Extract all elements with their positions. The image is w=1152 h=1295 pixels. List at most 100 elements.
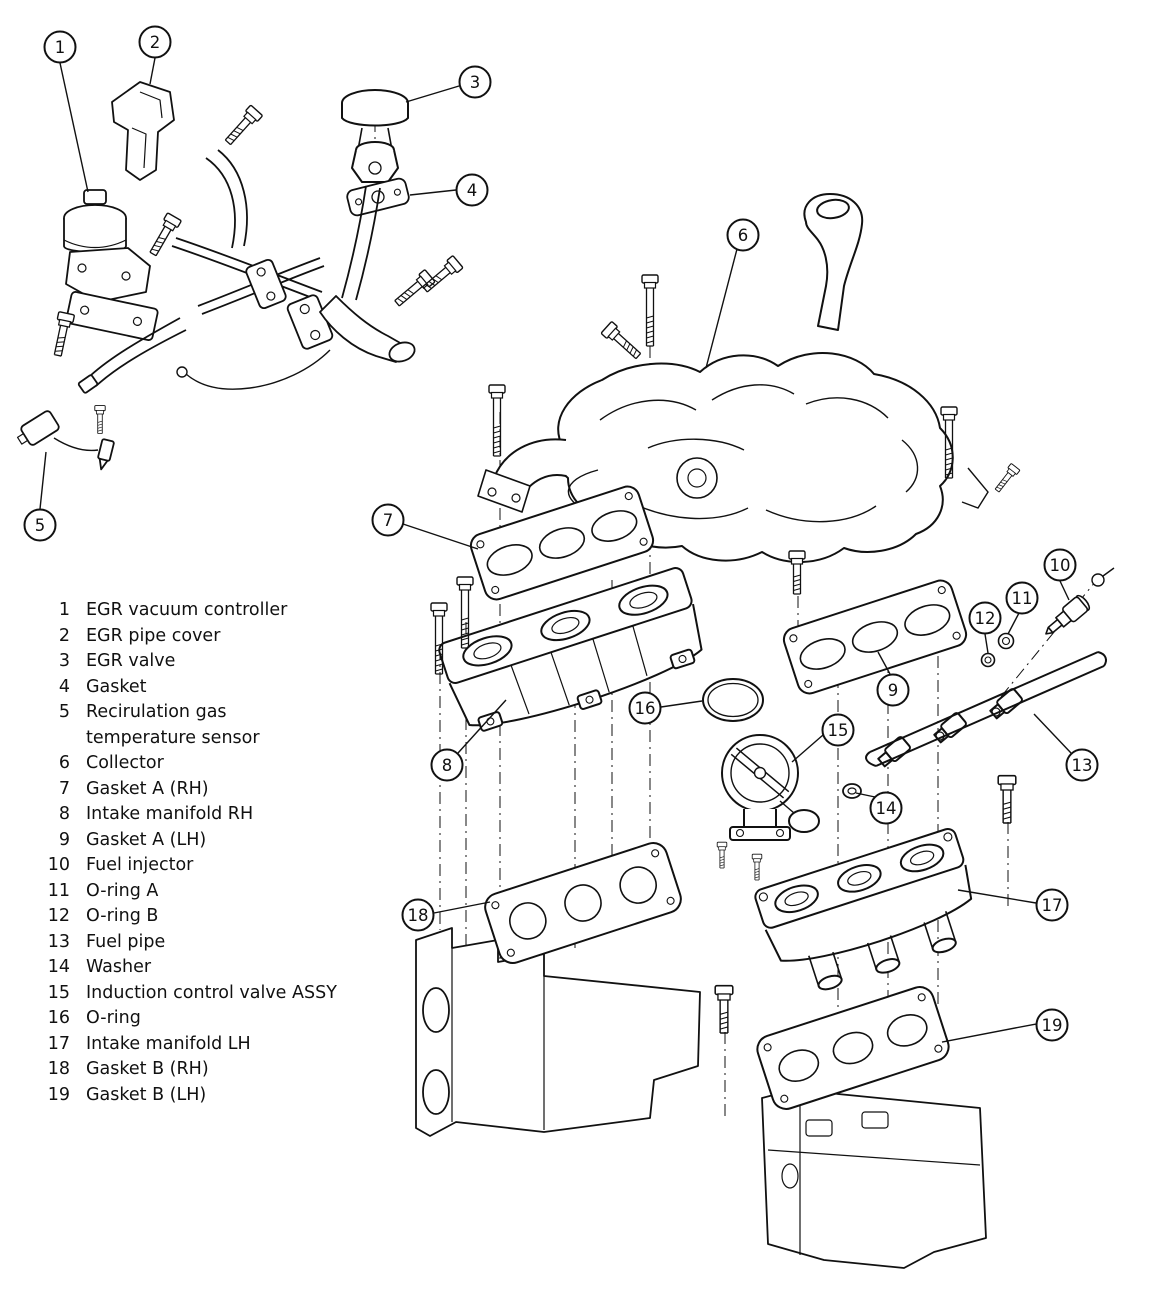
legend-item: 2 EGR pipe cover [40,624,375,650]
callout-leader-lines [39,57,1072,1043]
callout-11: 11 [1005,581,1039,615]
legend-item-label: EGR pipe cover [86,625,221,646]
legend-item: 5 Recirulation gas temperature sensor [40,700,375,751]
callout-1: 1 [43,30,77,64]
callout-17: 17 [1035,888,1069,922]
legend-item-number: 17 [47,1033,70,1054]
gas-temp-sensor-drawing [16,410,115,471]
legend-item-number: 3 [58,651,70,671]
engine-block-rh-drawing [415,927,701,1137]
parts-legend: 1 EGR vacuum controller 2 EGR pipe cover 3… [40,598,375,1108]
svg-text:18: 18 [408,906,429,925]
svg-text:9: 9 [888,681,899,700]
svg-text:17: 17 [1042,896,1063,915]
callout-19: 19 [1035,1008,1069,1042]
legend-item-label: Gasket A (LH) [86,829,207,850]
collector-drawing [477,352,954,563]
callout-8: 8 [430,748,464,782]
legend-item-number: 13 [47,931,70,952]
legend-item-label: O-ring B [86,906,159,926]
svg-text:1: 1 [55,38,66,57]
bolts-drawing [49,104,1021,1034]
gasket-b-rh-drawing [484,842,682,964]
legend-item-label: EGR valve [86,651,176,671]
legend-item-number: 6 [58,753,70,773]
svg-text:2: 2 [150,33,161,52]
egr-pipe-assembly-drawing [77,149,416,394]
svg-text:14: 14 [876,799,897,818]
gasket-b-lh-drawing [756,986,950,1110]
legend-item-label: Gasket B (LH) [86,1084,207,1105]
callout-6: 6 [726,218,760,252]
legend-item-number: 16 [47,1008,70,1028]
svg-text:4: 4 [467,181,478,200]
svg-text:6: 6 [738,226,749,245]
svg-text:7: 7 [383,511,394,530]
legend-item: 16 O-ring [40,1006,375,1032]
callout-4: 4 [455,173,489,207]
legend-item: 7 Gasket A (RH) [40,777,375,803]
legend-item-label: Fuel pipe [86,931,166,952]
legend-item-number: 11 [47,880,70,901]
svg-text:13: 13 [1072,756,1093,775]
svg-text:8: 8 [442,756,453,775]
callout-3: 3 [458,65,492,99]
o-ring-a-drawing [997,632,1015,650]
callout-13: 13 [1065,748,1099,782]
callout-14: 14 [869,791,903,825]
legend-item-number: 1 [58,600,70,620]
legend-item: 8 Intake manifold RH [40,802,375,828]
legend-item-label: O-ring [86,1008,141,1028]
legend-item-number: 4 [58,676,70,697]
callout-5: 5 [23,508,57,542]
induction-control-valve-drawing [721,734,820,841]
legend-item-number: 8 [58,804,70,824]
svg-text:10: 10 [1050,556,1071,575]
intake-manifold-rh-drawing [438,567,703,732]
legend-item: 3 EGR valve [40,649,375,675]
svg-text:16: 16 [635,699,656,718]
legend-item-number: 10 [47,855,70,875]
o-ring-b-drawing [980,652,996,668]
legend-item-number: 5 [58,702,70,722]
legend-item-label: Induction control valve ASSY [86,982,337,1003]
engine-block-lh-drawing [761,1087,987,1269]
legend-item-label: Recirulation gas temperature sensor [86,702,260,748]
legend-item: 1 EGR vacuum controller [40,598,375,624]
legend-item-number: 18 [47,1059,70,1079]
egr-vacuum-controller-drawing [63,189,159,341]
legend-item: 18 Gasket B (RH) [40,1057,375,1083]
callout-2: 2 [138,25,172,59]
legend-item-label: Gasket B (RH) [86,1059,209,1079]
legend-item-label: Fuel injector [86,855,194,875]
legend-item: 13 Fuel pipe [40,930,375,956]
legend-item-number: 14 [47,957,70,977]
svg-text:15: 15 [828,721,849,740]
legend-item-number: 2 [58,625,70,646]
legend-item-label: Intake manifold RH [86,804,254,824]
injector-connector-drawing [1091,567,1115,587]
legend-item-label: Gasket A (RH) [86,778,209,799]
fuel-injector-drawing [1045,594,1091,635]
callout-12: 12 [968,601,1002,635]
legend-item-label: EGR vacuum controller [86,600,288,620]
collector-hose-drawing [803,193,864,331]
washer-drawing [842,783,862,799]
callout-15: 15 [821,713,855,747]
intake-manifold-lh-drawing [754,827,973,991]
gasket-a-rh-drawing [469,485,655,601]
fuel-pipe-drawing [865,651,1107,768]
legend-item-number: 9 [58,829,70,850]
svg-text:3: 3 [470,73,481,92]
legend-item-label: Washer [86,957,152,977]
legend-item-number: 7 [58,778,70,799]
